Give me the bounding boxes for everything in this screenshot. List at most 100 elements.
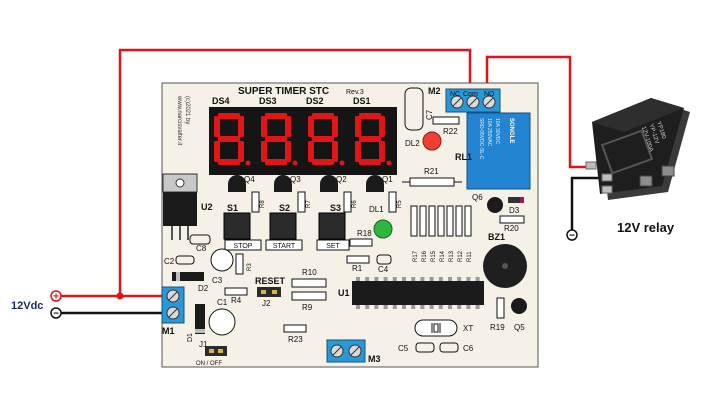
label-xt: XT (463, 324, 473, 333)
power-switch-j1[interactable] (205, 346, 227, 356)
label-r19: R19 (490, 323, 505, 332)
resistor-r7 (297, 191, 306, 213)
chip-pin (411, 277, 416, 281)
chip-pin (475, 277, 480, 281)
chip-pin (420, 277, 425, 281)
chip-pin (365, 277, 370, 281)
array-resistor (437, 205, 445, 237)
resistor-r1 (346, 255, 370, 264)
relay-brand: SONGLE (508, 118, 514, 143)
board-copyright: (c)2021 by (184, 96, 190, 124)
resistor-r21 (409, 177, 455, 187)
display-segment (359, 159, 381, 165)
screw-slot (452, 97, 462, 107)
label-bz1: BZ1 (488, 232, 505, 242)
chip-pin (392, 277, 397, 281)
display-segment (308, 116, 314, 137)
transistor-body (366, 184, 384, 192)
display-segment (359, 113, 381, 119)
label-r8: R8 (260, 200, 266, 208)
label-r13: R13 (449, 250, 455, 262)
display-segment (265, 113, 287, 119)
diode-d3-band (520, 197, 524, 203)
label-q3: Q3 (290, 175, 301, 184)
resistor-r19 (496, 297, 505, 319)
label-r22: R22 (443, 127, 458, 136)
label-q2: Q2 (336, 175, 347, 184)
jumper-pin-icon (209, 349, 214, 353)
minus-symbol: − (53, 309, 59, 320)
minus-terminal-icon (50, 307, 62, 319)
reset-jumper-j2[interactable] (257, 287, 281, 297)
label-q4: Q4 (244, 175, 255, 184)
relay-coil-wire (485, 55, 590, 169)
chip-pin (438, 277, 443, 281)
label-rl1: RL1 (455, 152, 472, 162)
label-r15: R15 (431, 250, 437, 262)
label-c8: C8 (196, 244, 207, 253)
label-c2: C2 (164, 257, 175, 266)
display-label-ds3: DS3 (259, 96, 277, 106)
regulator-u2 (163, 192, 197, 226)
decimal-point (339, 160, 345, 166)
transistor-body (320, 184, 338, 192)
label-u2: U2 (201, 202, 213, 212)
resistor-array: R17 R16 R15 R14 R13 R12 R11 (410, 205, 473, 262)
label-r12: R12 (458, 250, 464, 262)
stop-button[interactable] (223, 212, 251, 240)
chip-pin (448, 277, 452, 281)
display-label-ds4: DS4 (212, 96, 230, 106)
label-c1: C1 (217, 298, 228, 307)
label-r9: R9 (302, 303, 313, 312)
capacitor-c2 (175, 255, 195, 265)
capacitor-c1 (208, 308, 236, 336)
chip-pin (457, 305, 462, 309)
buzzer-hole-icon (502, 263, 508, 269)
label-r5: R5 (397, 200, 403, 208)
relay-minus-symbol: − (569, 231, 575, 242)
terminal-block-m2: M2 NC Com NO (428, 86, 501, 113)
resistor-r9 (291, 291, 327, 301)
supply-voltage-label: 12Vdc (11, 300, 43, 312)
start-button[interactable] (269, 212, 297, 240)
jumper-pin-icon (261, 290, 266, 294)
wire-junction (116, 292, 124, 300)
diode-d3 (508, 197, 524, 203)
relay-minus-terminal-icon (566, 229, 578, 241)
screw-slot (168, 308, 178, 318)
label-m2: M2 (428, 86, 441, 96)
transistor-q4-icon (228, 175, 246, 184)
display-label-ds1: DS1 (353, 96, 371, 106)
label-s3: S3 (330, 203, 341, 213)
display-segment (261, 116, 267, 137)
display-segment (355, 141, 361, 162)
label-c4: C4 (378, 265, 389, 274)
chip-pin (429, 305, 434, 309)
set-button[interactable] (318, 212, 346, 240)
capacitor-c7 (404, 87, 424, 131)
label-m1: M1 (162, 326, 175, 336)
label-r10: R10 (302, 268, 317, 277)
label-r20: R20 (504, 224, 519, 233)
label-s2: S2 (279, 203, 290, 213)
chip-pin (466, 277, 471, 281)
chip-pins (356, 277, 480, 309)
diode-d2-band (176, 272, 180, 281)
screw-slot (350, 346, 360, 356)
display-segment (238, 116, 244, 137)
label-q1: Q1 (382, 175, 393, 184)
array-resistor (410, 205, 418, 237)
display-segment (218, 136, 240, 142)
display-segment (261, 141, 267, 162)
display-segment (312, 136, 334, 142)
label-c6: C6 (463, 344, 474, 353)
relay-rating-ac: 10A 250VAC (486, 118, 492, 147)
transistors-row: Q4 Q3 Q2 Q1 R8 R7 R6 R5 (228, 175, 403, 213)
array-resistor (428, 205, 436, 237)
label-r3: R3 (247, 263, 253, 271)
relay-bracket-icon (600, 129, 654, 175)
display-segment (359, 136, 381, 142)
resistor-r18 (349, 238, 373, 247)
resistor-r3 (235, 253, 244, 275)
relay-marking-model: YP180 (655, 121, 666, 141)
